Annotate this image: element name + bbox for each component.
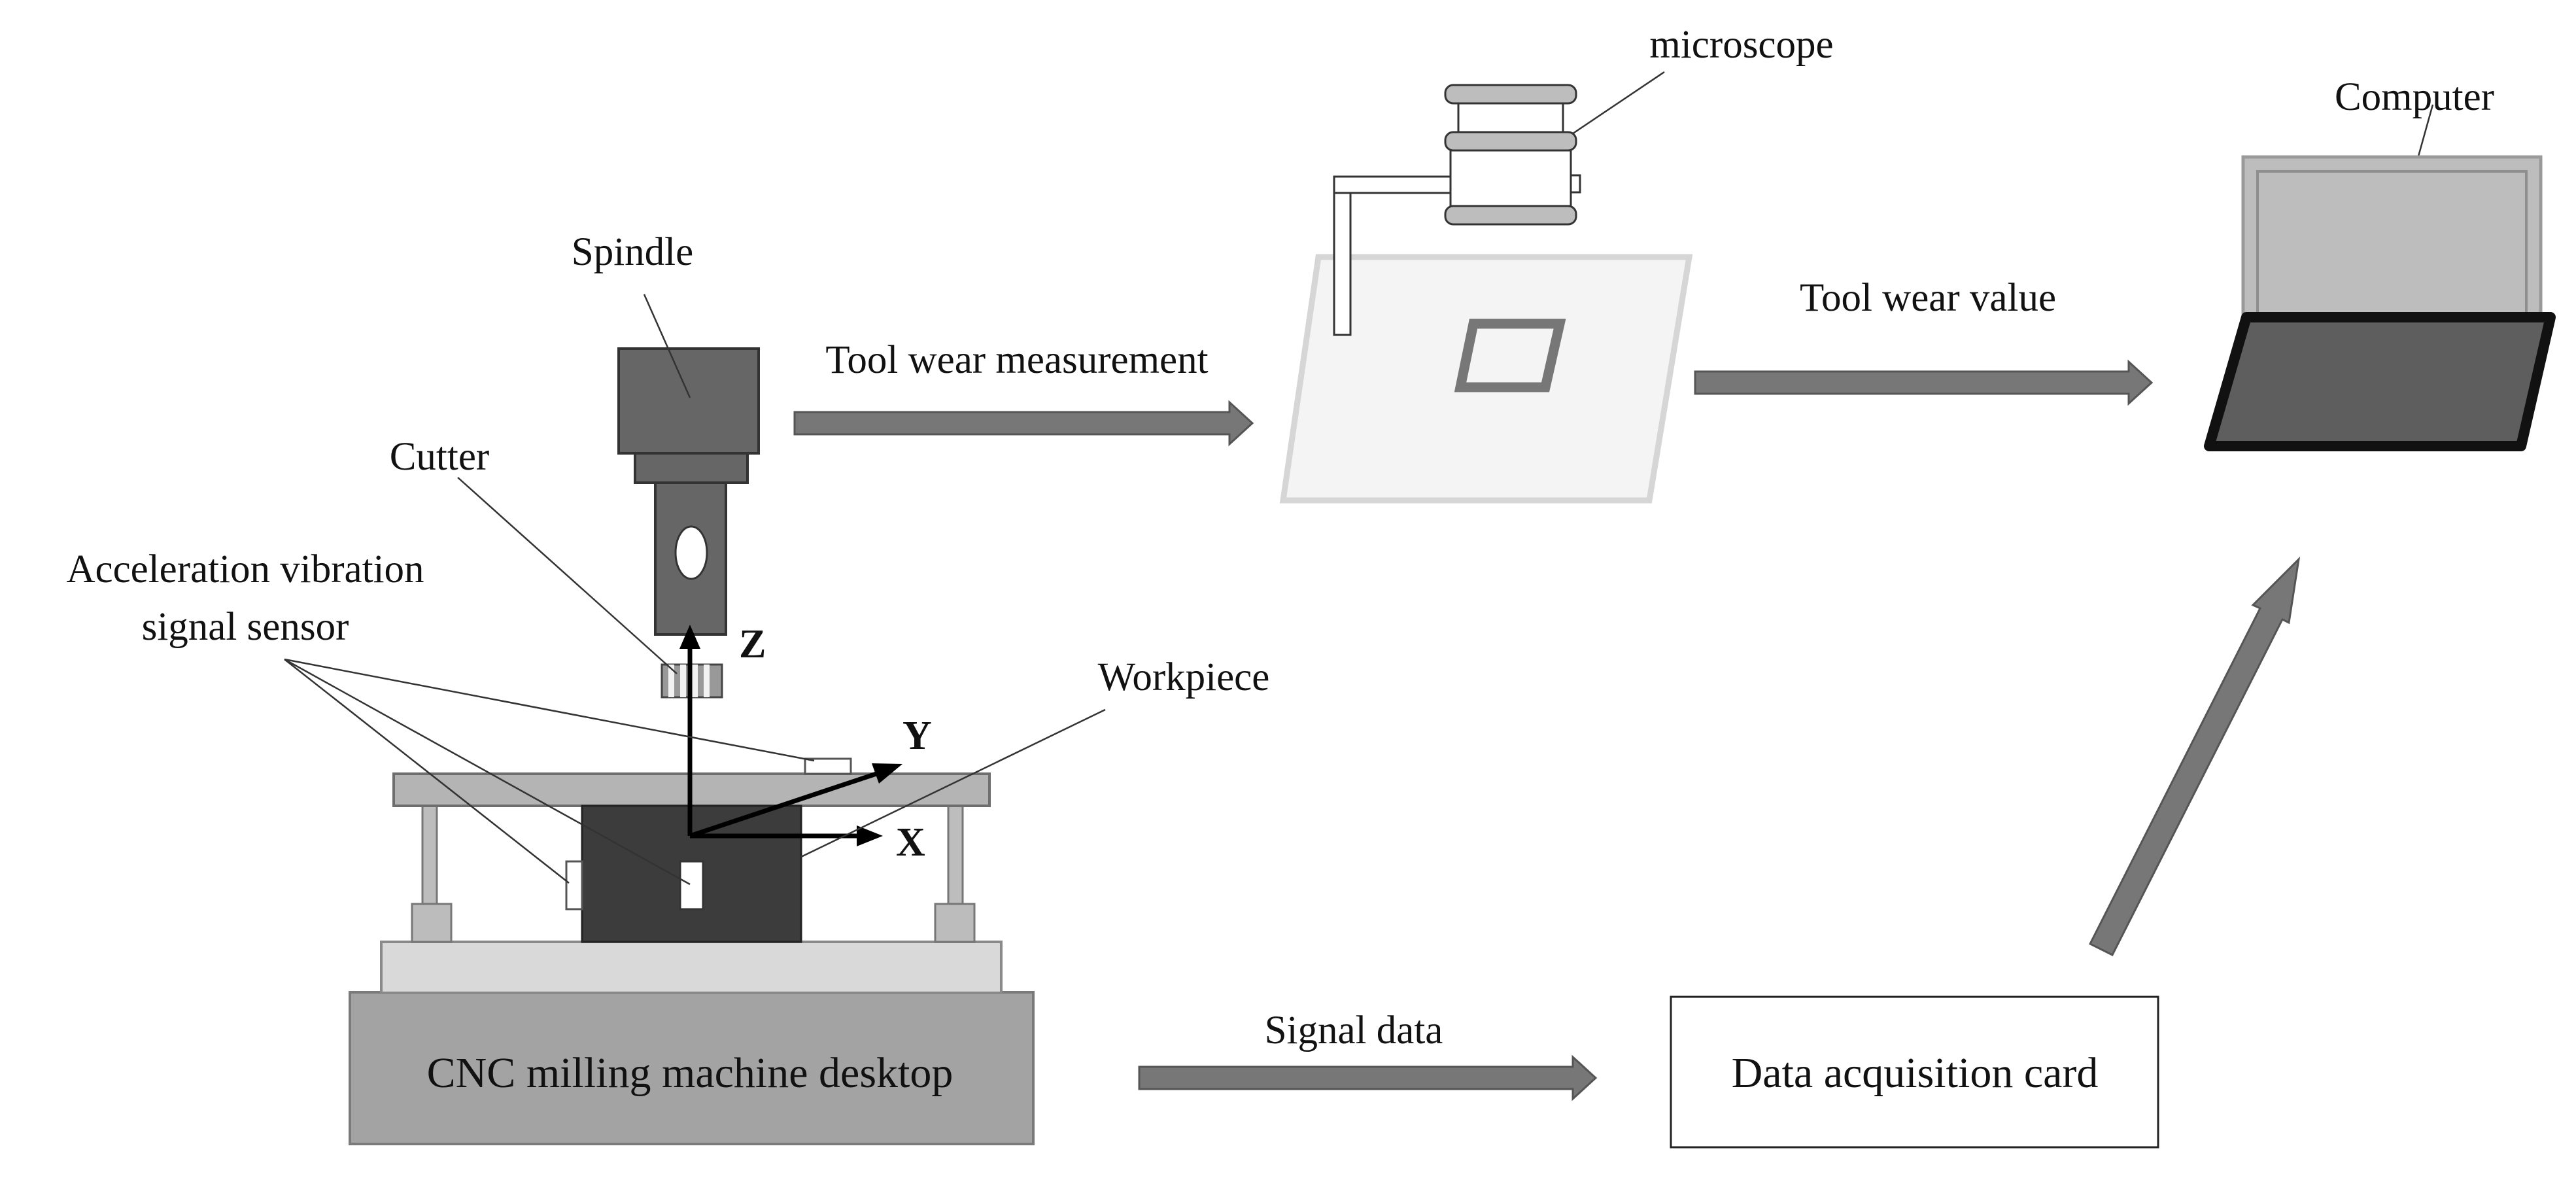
sensor-label-line2: signal sensor <box>142 605 349 649</box>
microscope-label: microscope <box>1649 23 1833 67</box>
workpiece-label: Workpiece <box>1098 655 1270 699</box>
tool-wear-measurement-label: Tool wear measurement <box>825 338 1208 382</box>
axis-z-label: Z <box>739 622 766 667</box>
spindle-label: Spindle <box>572 230 693 274</box>
signal-data-label: Signal data <box>1265 1009 1443 1052</box>
cutter-label: Cutter <box>390 435 489 479</box>
arrow-signal-data <box>1138 1054 1598 1101</box>
machine-desktop-label: CNC milling machine desktop <box>427 1049 953 1097</box>
arrow-tool-wear-measurement <box>793 400 1254 447</box>
sensor-label-line1: Acceleration vibration <box>66 547 424 591</box>
sensor-on-side <box>565 860 583 910</box>
measurement-plate <box>1279 254 1693 504</box>
computer <box>2204 155 2556 451</box>
arrow-tool-wear-value <box>1694 359 2154 406</box>
daq-card-label: Data acquisition card <box>1732 1049 2099 1097</box>
axis-x-label: X <box>896 820 925 865</box>
coordinate-axes <box>679 625 902 846</box>
microscope <box>1333 84 1581 336</box>
tool-wear-value-label: Tool wear value <box>1800 276 2056 320</box>
sensor-on-table <box>804 757 852 775</box>
computer-label: Computer <box>2335 75 2494 119</box>
machine-base <box>349 941 1035 1145</box>
spindle-window <box>674 525 708 580</box>
arrows <box>793 359 2301 1101</box>
spindle <box>617 347 760 636</box>
daq-card-box <box>1670 996 2159 1149</box>
sensor-on-workpiece <box>679 860 704 910</box>
arrow-daq-to-computer <box>2088 556 2301 957</box>
axis-y-label: Y <box>902 714 932 758</box>
